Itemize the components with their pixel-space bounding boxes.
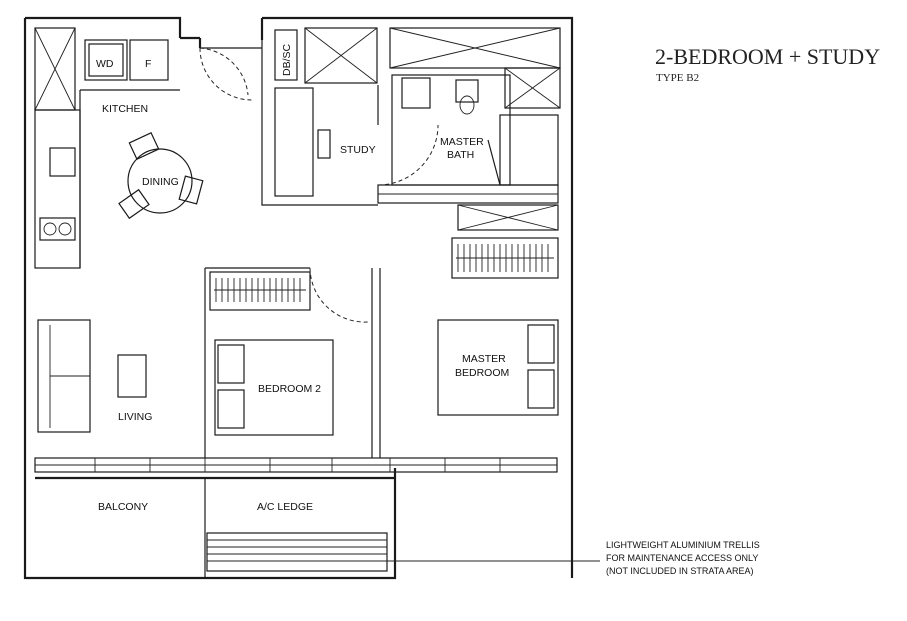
- wd-label: WD: [96, 58, 114, 70]
- appliances: WD F: [84, 39, 169, 81]
- kitchen-counter: [34, 27, 180, 269]
- plan-title: 2-BEDROOM + STUDY: [655, 44, 880, 69]
- corridor-walls: [377, 184, 559, 231]
- bedroom2-wardrobe-stripes: [214, 278, 306, 302]
- db-sc-label: DB/SC: [281, 43, 293, 76]
- living-label: LIVING: [118, 411, 152, 423]
- washer-dryer: [84, 39, 128, 81]
- shafts: [304, 27, 561, 109]
- study-room: STUDY: [261, 40, 379, 206]
- balcony-ledge: BALCONY A/C LEDGE: [35, 476, 600, 578]
- bed2: [214, 339, 334, 436]
- outer-walls: [23, 16, 574, 580]
- hob-icon: [39, 217, 76, 241]
- balcony-label: BALCONY: [98, 501, 148, 513]
- study-desk: [274, 87, 314, 197]
- trellis-note: LIGHTWEIGHT ALUMINIUM TRELLIS FOR MAINTE…: [606, 540, 760, 576]
- dining-label: DINING: [142, 176, 179, 188]
- master-bed: [437, 319, 559, 416]
- fridge: [129, 39, 169, 81]
- trellis: [206, 532, 388, 572]
- dining-table: [127, 148, 193, 214]
- study-label: STUDY: [340, 144, 376, 156]
- shower: [499, 114, 559, 186]
- kitchen-label: KITCHEN: [102, 103, 148, 115]
- bedroom2-wardrobe: [209, 271, 311, 311]
- fridge-label: F: [145, 58, 151, 70]
- entrance-door: [199, 47, 262, 101]
- master-bath-label-2: BATH: [447, 149, 474, 161]
- master-wardrobe: [451, 237, 559, 279]
- coffee-table: [117, 354, 147, 398]
- plan-type: TYPE B2: [656, 72, 699, 84]
- master-wardrobe-stripes: [456, 244, 554, 272]
- master-bath-label-1: MASTER: [440, 136, 484, 148]
- toilet-icon: [455, 79, 479, 103]
- trellis-note-line1: LIGHTWEIGHT ALUMINIUM TRELLIS: [606, 540, 760, 550]
- bedroom2: BEDROOM 2: [204, 267, 381, 458]
- basin-icon: [401, 77, 431, 109]
- dining-area: KITCHEN DINING: [102, 103, 204, 220]
- living-area: LIVING: [37, 319, 152, 433]
- master-bedroom-label-1: MASTER: [462, 353, 506, 365]
- trellis-note-line3: (NOT INCLUDED IN STRATA AREA): [606, 566, 754, 576]
- master-bath: MASTER BATH: [377, 74, 559, 186]
- db-sc: DB/SC: [274, 29, 298, 81]
- master-bedroom: MASTER BEDROOM: [437, 319, 559, 416]
- ac-ledge-label: A/C LEDGE: [257, 501, 313, 513]
- sink-icon: [49, 147, 76, 177]
- sliding-doors: [34, 457, 558, 473]
- bedroom2-label: BEDROOM 2: [258, 383, 321, 395]
- study-chair: [317, 129, 331, 159]
- master-bedroom-label-2: BEDROOM: [455, 367, 509, 379]
- trellis-note-line2: FOR MAINTENANCE ACCESS ONLY: [606, 553, 758, 563]
